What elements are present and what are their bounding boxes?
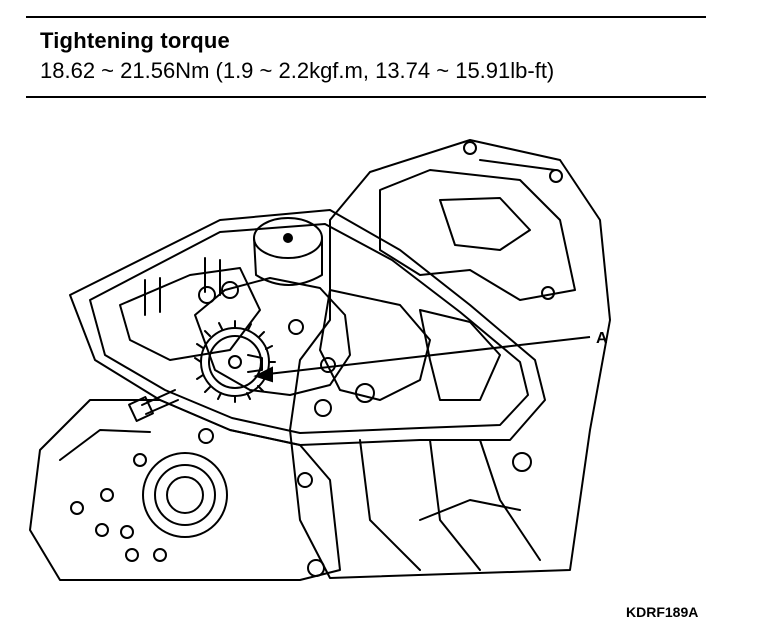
torque-title: Tightening torque	[40, 28, 230, 53]
front-cover	[29, 399, 341, 581]
oil-pump-body	[194, 277, 351, 396]
bottom-rule	[26, 96, 706, 98]
top-rule	[26, 16, 706, 18]
torque-spec: 18.62 ~ 21.56Nm (1.9 ~ 2.2kgf.m, 13.74 ~…	[40, 58, 555, 83]
crank-seal	[142, 452, 228, 538]
engine-illustration	[29, 139, 611, 581]
figure-code: KDRF189A	[626, 604, 699, 620]
callout-leader	[253, 336, 591, 383]
engine-block-outline	[289, 139, 611, 579]
callout-label-a: A	[596, 330, 608, 347]
